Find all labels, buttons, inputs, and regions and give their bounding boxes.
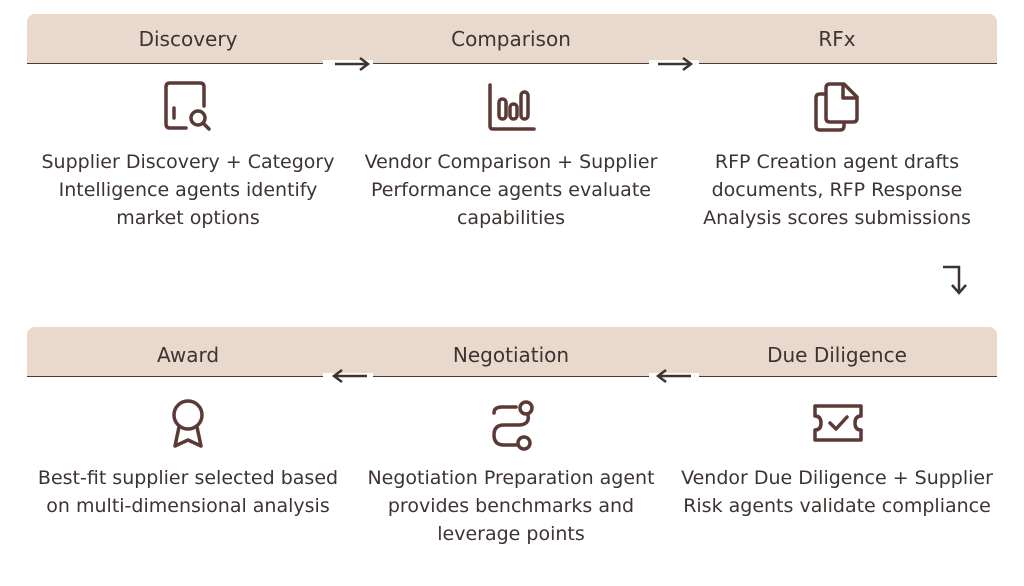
bottom-row-header-band (27, 327, 997, 377)
bottom-row-header-divider (27, 376, 997, 377)
stage-title-award: Award (156, 343, 220, 367)
arrow-left-icon (655, 369, 691, 383)
stage-description-comparison: Vendor Comparison + Supplier Performance… (364, 151, 658, 229)
award-ribbon-icon (172, 399, 204, 448)
stage-description-rfx: RFP Creation agent drafts documents, RFP… (703, 151, 971, 229)
stage-title-discovery: Discovery (138, 27, 238, 51)
arrow-turn-down-icon (943, 265, 967, 295)
top-row-header-band (27, 14, 997, 64)
arrow-right-icon (658, 57, 694, 71)
documents-icon (814, 82, 859, 132)
top-row-header-divider (27, 63, 997, 64)
stage-description-due-diligence: Vendor Due Diligence + Supplier Risk age… (681, 467, 993, 517)
ticket-check-icon (813, 404, 863, 442)
stage-title-due-diligence: Due Diligence (767, 343, 907, 367)
stage-title-comparison: Comparison (451, 27, 571, 51)
stage-title-negotiation: Negotiation (452, 343, 570, 367)
stage-description-award: Best-fit supplier selected based on mult… (37, 467, 339, 517)
arrow-left-icon (331, 369, 367, 383)
search-document-icon (164, 81, 211, 131)
stage-description-negotiation: Negotiation Preparation agent provides b… (367, 467, 655, 545)
route-icon (492, 400, 534, 451)
stage-title-rfx: RFx (818, 27, 856, 51)
bar-chart-icon (488, 83, 536, 131)
arrow-right-icon (335, 57, 371, 71)
stage-description-discovery: Supplier Discovery + Category Intelligen… (41, 151, 335, 229)
